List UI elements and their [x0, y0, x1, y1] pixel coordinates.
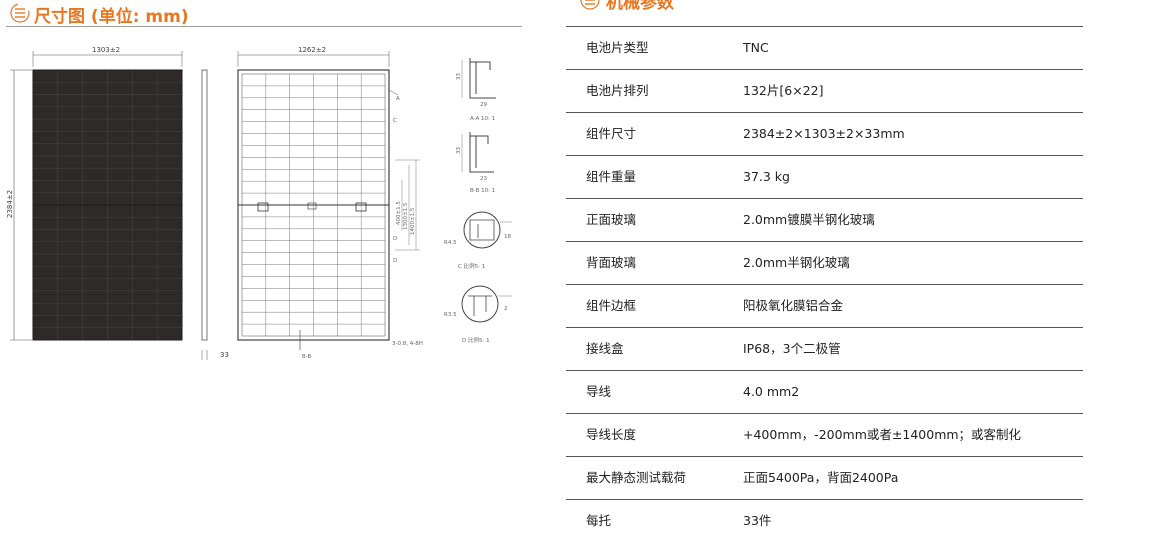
spec-label: 组件边框	[586, 298, 637, 313]
spec-label: 每托	[586, 513, 612, 528]
detail-a-h: 33	[456, 73, 462, 80]
spec-value: 阳极氧化膜铝合金	[743, 298, 844, 313]
detail-d-r: R3.5	[444, 312, 457, 318]
spec-row: 电池片类型 TNC	[566, 27, 1083, 70]
mount-label-1: 400±1.5	[396, 201, 402, 225]
dimension-section-title: 尺寸图 (单位: mm)	[34, 7, 189, 27]
list-icon	[580, 0, 600, 10]
spec-value: +400mm，-200mm或者±1400mm；或客制化	[743, 427, 1022, 442]
spec-row: 每托 33件	[566, 500, 1083, 543]
mount-label-3: 1400±1.5	[410, 207, 416, 235]
spec-label: 组件尺寸	[586, 126, 637, 141]
corner-note: 3-0.8, 4-8H	[392, 341, 423, 347]
dimension-section-header: 尺寸图 (单位: mm)	[6, 0, 522, 27]
detail-d: R3.5 2 D 比例5: 1	[444, 285, 512, 344]
spec-value: 2.0mm镀膜半钢化玻璃	[743, 212, 875, 227]
detail-a-w: 29	[480, 102, 487, 108]
detail-b-w: 23	[480, 176, 487, 182]
spec-row: 导线 4.0 mm2	[566, 371, 1083, 414]
spec-row: 导线长度 +400mm，-200mm或者±1400mm；或客制化	[566, 414, 1083, 457]
spec-label: 接线盒	[586, 341, 624, 356]
front-width-label: 1303±2	[92, 46, 120, 54]
spec-row: 正面玻璃 2.0mm镀膜半钢化玻璃	[566, 199, 1083, 242]
spec-label: 电池片类型	[586, 40, 649, 55]
point-label-d1: D	[393, 236, 397, 242]
spec-row: 电池片排列 132片[6×22]	[566, 70, 1083, 113]
spec-value: 33件	[743, 513, 772, 528]
thickness-label: 33	[220, 351, 229, 359]
spec-row: 组件重量 37.3 kg	[566, 156, 1083, 199]
spec-value: 132片[6×22]	[743, 83, 824, 98]
spec-row: 接线盒 IP68，3个二极管	[566, 328, 1083, 371]
spec-label: 导线	[586, 384, 612, 399]
spec-label: 导线长度	[586, 427, 637, 442]
mount-label-2: 1300±1.5	[403, 202, 409, 230]
detail-c: R4.5 18 C 比例5: 1	[444, 211, 512, 270]
dimension-drawing: 1303±2 2384±2 33	[0, 40, 530, 370]
point-label-c: C	[393, 118, 397, 124]
spec-value: 37.3 kg	[743, 169, 790, 184]
spec-row: 组件边框 阳极氧化膜铝合金	[566, 285, 1083, 328]
spec-row: 组件尺寸 2384±2×1303±2×33mm	[566, 113, 1083, 156]
height-label: 2384±2	[6, 190, 14, 218]
back-view: 1262±2 B-B A C D D	[237, 46, 423, 360]
detail-c-a: 18	[504, 234, 511, 240]
spec-label: 组件重量	[586, 169, 637, 184]
spec-value: 正面5400Pa，背面2400Pa	[743, 470, 899, 485]
side-view: 33	[201, 69, 229, 360]
detail-b-h: 33	[456, 147, 462, 154]
spec-table: 电池片类型 TNC 电池片排列 132片[6×22] 组件尺寸 2384±2×1…	[566, 26, 1083, 543]
spec-section-header: 机械参数	[566, 0, 1083, 13]
spec-value: 4.0 mm2	[743, 384, 800, 399]
spec-section-title: 机械参数	[606, 0, 674, 13]
section-label: B-B	[302, 354, 312, 360]
point-label-d2: D	[393, 258, 397, 264]
detail-d-a: 2	[504, 306, 508, 312]
spec-row: 最大静态测试载荷 正面5400Pa，背面2400Pa	[566, 457, 1083, 500]
spec-label: 背面玻璃	[586, 255, 637, 270]
front-view: 1303±2 2384±2	[6, 46, 183, 341]
spec-value: 2.0mm半钢化玻璃	[743, 255, 850, 270]
spec-value: 2384±2×1303±2×33mm	[743, 126, 905, 141]
detail-c-r: R4.5	[444, 240, 457, 246]
list-icon	[10, 3, 30, 23]
detail-b-caption: B-B 10: 1	[470, 188, 495, 194]
detail-a-caption: A-A 10: 1	[470, 116, 495, 122]
point-label-a: A	[396, 96, 400, 102]
spec-label: 最大静态测试载荷	[586, 470, 687, 485]
detail-d-caption: D 比例5: 1	[462, 336, 490, 344]
spec-label: 正面玻璃	[586, 212, 637, 227]
spec-label: 电池片排列	[586, 83, 649, 98]
detail-a: 33 29 A-A 10: 1	[456, 58, 496, 122]
spec-value: TNC	[743, 40, 769, 55]
spec-value: IP68，3个二极管	[743, 341, 841, 356]
spec-row: 背面玻璃 2.0mm半钢化玻璃	[566, 242, 1083, 285]
detail-c-caption: C 比例5: 1	[458, 262, 485, 270]
detail-b: 33 23 B-B 10: 1	[456, 132, 495, 194]
back-width-label: 1262±2	[298, 46, 326, 54]
